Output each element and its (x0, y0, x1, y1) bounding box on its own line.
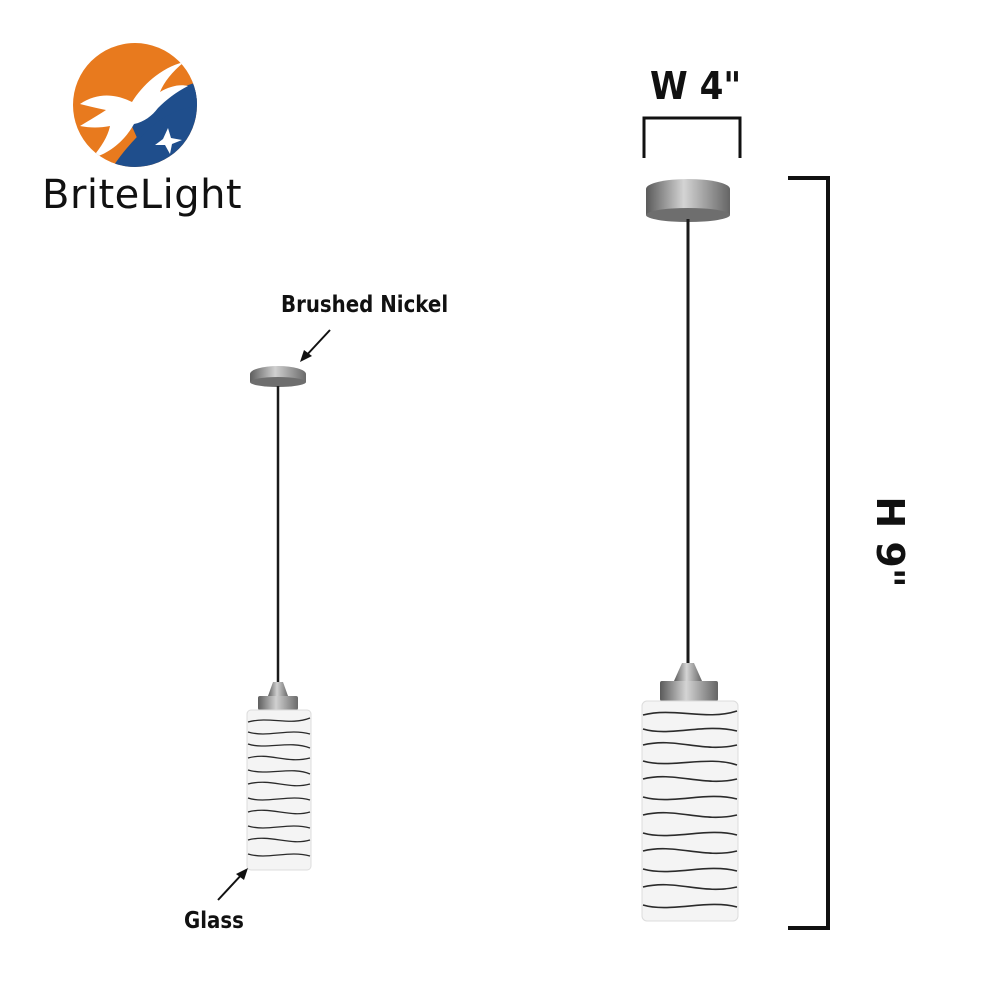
arrow-icon (300, 329, 331, 362)
pendant-lamp-small (246, 366, 312, 871)
pendant-lamp-large (641, 179, 739, 922)
width-dimension-label: W 4" (650, 64, 742, 108)
height-bracket (788, 176, 830, 930)
glass-shade-small (246, 709, 312, 871)
callout-brushed-nickel: Brushed Nickel (281, 292, 449, 318)
callout-glass: Glass (184, 908, 244, 934)
glass-shade-large (641, 700, 739, 922)
height-dimension-label: H 9" (868, 496, 912, 588)
brand-name: BriteLight (42, 172, 243, 218)
arrow-icon (217, 868, 248, 901)
width-bracket (642, 116, 742, 158)
britelight-logo-icon (73, 43, 197, 167)
